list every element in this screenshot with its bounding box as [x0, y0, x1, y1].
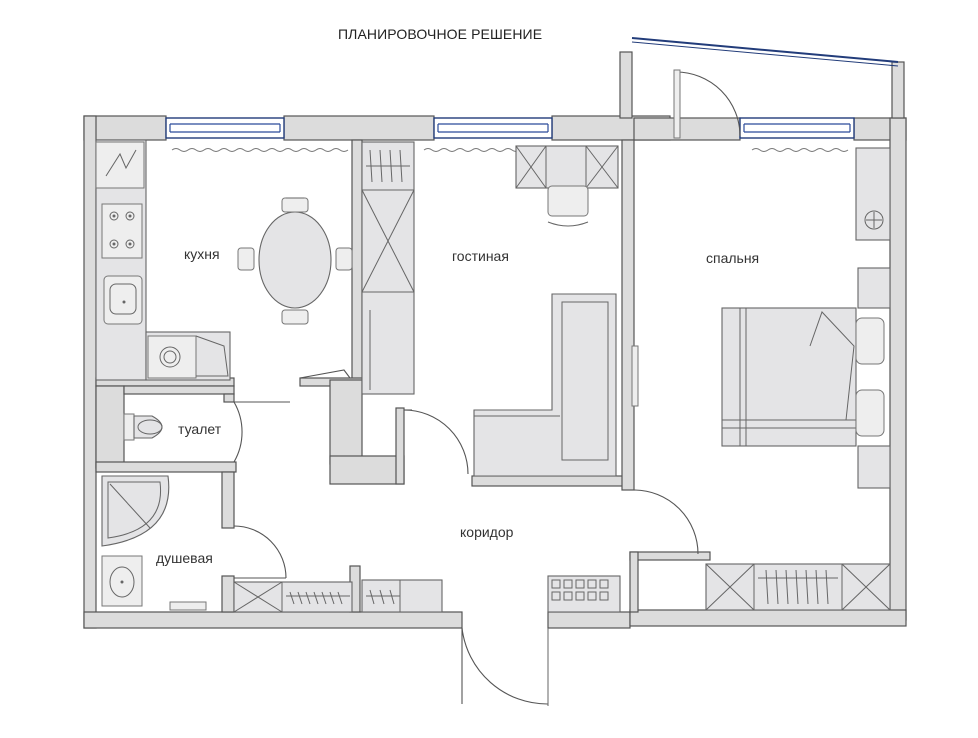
- wall-living-bottom: [471, 475, 633, 487]
- door-bedroom-swing: [633, 489, 699, 555]
- door-living-swing: [403, 409, 469, 475]
- curtains: [171, 148, 849, 152]
- bedroom-cabinet: [855, 147, 891, 241]
- room-label-bedroom: спальня: [706, 250, 760, 266]
- wall-shower-right-low: [221, 575, 235, 613]
- door-loggia-swing: [675, 71, 741, 137]
- desk-chair: [547, 185, 589, 217]
- windows: [165, 37, 899, 139]
- washing-machine-icon: [147, 335, 197, 379]
- room-label-living: гостиная: [452, 248, 509, 264]
- kitchen-furniture: [95, 139, 353, 381]
- dining-table-icon: [258, 211, 332, 309]
- wall-top-mid1: [283, 115, 435, 141]
- pillow-1: [855, 317, 885, 365]
- curtain-kitchen: [171, 148, 349, 152]
- wall-living-bedroom: [621, 139, 635, 491]
- wall-loggia-left: [619, 51, 633, 119]
- pillow-2: [855, 389, 885, 437]
- wall-shower-right: [221, 471, 235, 529]
- curtain-bedroom: [751, 148, 849, 152]
- toilet-tank: [123, 413, 135, 441]
- shower-fixtures: [101, 475, 207, 611]
- plan-title: ПЛАНИРОВОЧНОЕ РЕШЕНИЕ: [338, 26, 543, 42]
- nightstand-bottom: [857, 445, 891, 489]
- wall-right: [889, 117, 907, 621]
- wall-top-left: [83, 115, 167, 141]
- living-furniture: [361, 141, 639, 477]
- window-bedroom: [739, 117, 855, 139]
- nightstand-top: [857, 267, 891, 309]
- wardrobe-icon: [233, 581, 353, 613]
- toilet-fixtures: [123, 413, 163, 441]
- wall-toilet-top: [123, 385, 235, 395]
- corridor-storage: [233, 575, 621, 613]
- desk-icon: [515, 145, 619, 189]
- sink-icon: [103, 275, 143, 325]
- towel-rail: [169, 601, 207, 611]
- wall-left: [83, 115, 97, 629]
- wall-bottom-right: [629, 609, 907, 627]
- doors: [233, 69, 741, 706]
- room-label-corridor: коридор: [460, 524, 514, 540]
- wall-bottom-mid: [547, 611, 631, 629]
- wall-bedroom-corner: [629, 551, 639, 613]
- door-toilet-swing: [233, 401, 243, 463]
- window-living: [433, 117, 553, 139]
- sofa-icon: [473, 293, 617, 477]
- wall-corridor-notch: [329, 455, 405, 485]
- wall-toilet-left: [95, 385, 125, 469]
- door-entrance-swing: [461, 627, 549, 705]
- window-kitchen: [165, 117, 285, 139]
- wall-bottom-left: [83, 611, 463, 629]
- bedroom-furniture: [705, 147, 891, 611]
- walls: [83, 51, 907, 629]
- room-label-toilet: туалет: [178, 421, 222, 437]
- fridge: [95, 141, 145, 189]
- living-wardrobe: [361, 141, 415, 395]
- wall-toilet-jamb1: [223, 393, 235, 403]
- wall-corridor-left-stub: [329, 379, 363, 465]
- bed-icon: [721, 307, 857, 447]
- wall-toilet-bottom: [95, 461, 237, 473]
- room-label-shower: душевая: [156, 550, 213, 566]
- wall-living-door-jamb: [395, 407, 405, 485]
- corridor-shelf: [361, 579, 443, 613]
- hob-icon: [101, 203, 143, 259]
- window-loggia: [631, 37, 899, 67]
- door-shower-swing: [233, 525, 287, 579]
- wall-loggia-right: [891, 61, 905, 119]
- wall-kitchen-right: [351, 139, 363, 381]
- wall-top-bedroom-left: [633, 117, 741, 141]
- tv: [631, 345, 639, 407]
- room-label-kitchen: кухня: [184, 246, 220, 262]
